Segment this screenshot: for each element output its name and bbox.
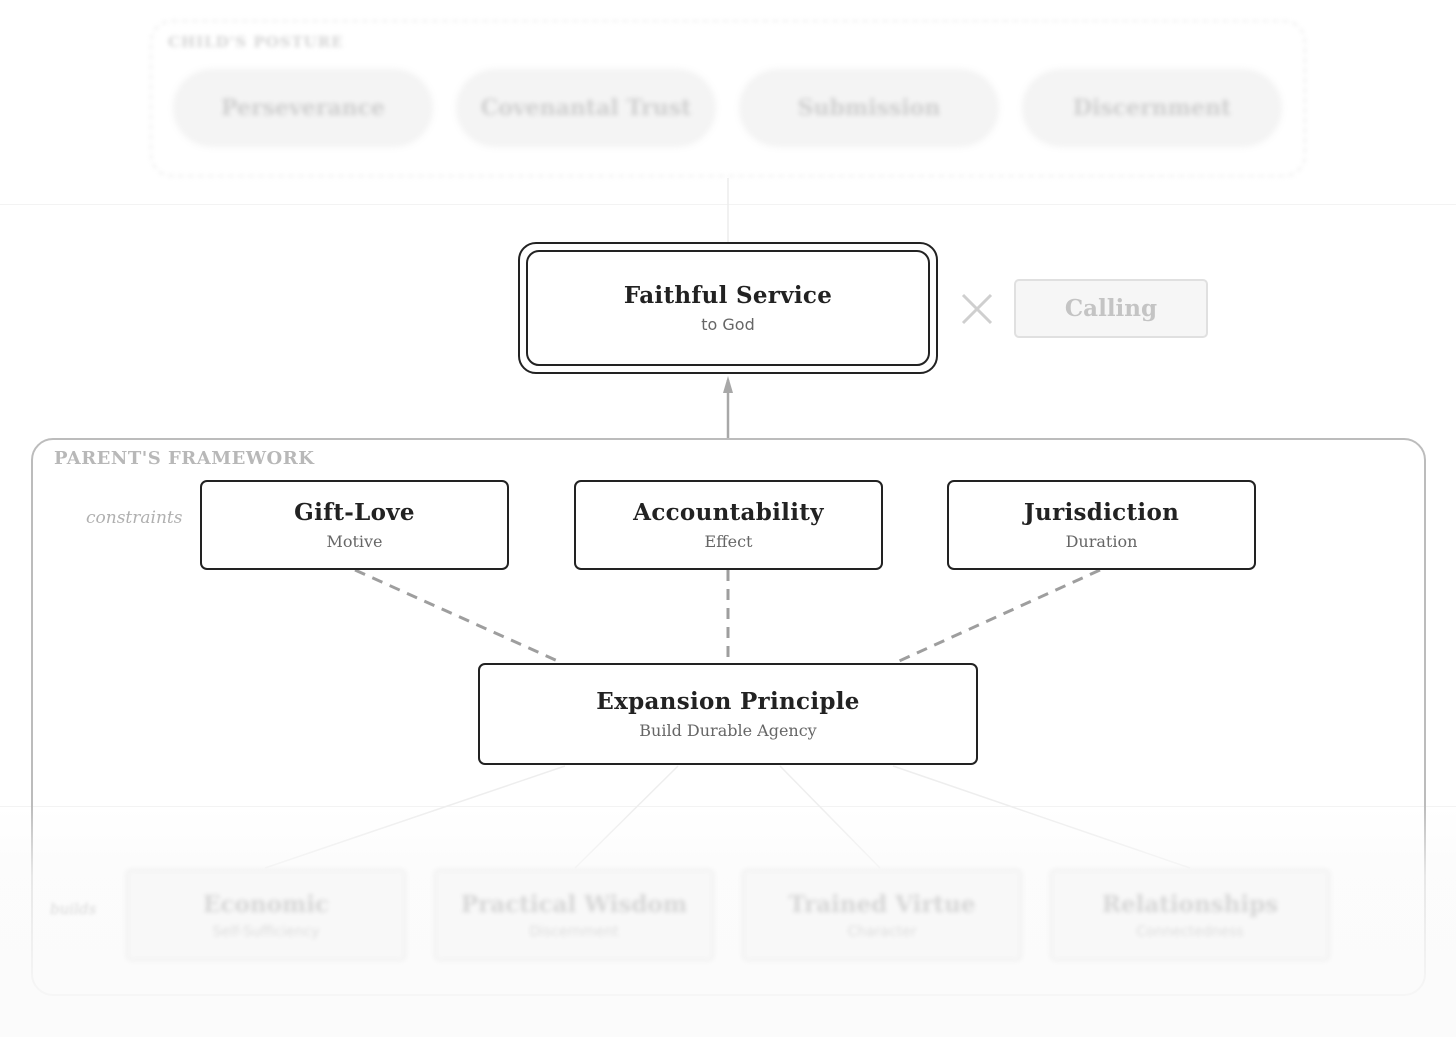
framework-label: PARENT'S FRAMEWORK [54,448,315,469]
faithful-service-node-outline [518,242,938,374]
node-subtitle: Discernment [529,923,619,940]
constraints-label: constraints [86,508,183,528]
node-title: Expansion Principle [596,688,860,715]
constraint-edge [354,568,561,664]
node-title: Relationships [1101,890,1279,918]
outcome-node: Relationships Connectedness [1050,869,1330,961]
node-title: Faithful Service [623,282,833,309]
node-title: Gift-Love [294,499,415,526]
posture-pill: Submission [740,70,998,146]
node-title: Jurisdiction [1023,499,1180,526]
constraint-node-accountability: Accountability Effect [574,480,883,570]
node-subtitle: Character [847,923,917,940]
node-subtitle: Duration [1065,532,1138,551]
constraint-edge [896,568,1101,664]
node-subtitle: to God [701,315,755,334]
outcome-node: Trained Virtue Character [742,869,1022,961]
outcome-node: Practical Wisdom Discernment [434,869,714,961]
posture-pill: Perseverance [174,70,432,146]
node-title: Accountability [633,499,824,526]
rejected-calling-node: Calling [1014,279,1208,338]
child-posture-frame [150,20,1306,177]
child-posture-label: CHILD'S POSTURE [168,33,344,51]
node-subtitle: Motive [326,532,383,551]
node-title: Trained Virtue [788,890,976,918]
constraint-node-gift-love: Gift-Love Motive [200,480,509,570]
outcome-node: Economic Self-Sufficiency [126,869,406,961]
posture-pill: Discernment [1023,70,1281,146]
node-subtitle: Self-Sufficiency [212,923,320,940]
node-subtitle: Effect [704,532,753,551]
node-subtitle: Connectedness [1136,923,1244,940]
node-title: Economic [202,890,330,918]
constraint-node-jurisdiction: Jurisdiction Duration [947,480,1256,570]
node-subtitle: Build Durable Agency [639,721,817,740]
outcomes-label: builds [50,900,97,918]
framework-arrowhead [723,376,733,393]
expansion-principle-node: Expansion Principle Build Durable Agency [478,663,978,765]
posture-pill: Covenantal Trust [457,70,715,146]
cross-icon [961,293,993,325]
faithful-service-node: Faithful Service to God [526,250,930,366]
node-title: Practical Wisdom [460,890,688,918]
